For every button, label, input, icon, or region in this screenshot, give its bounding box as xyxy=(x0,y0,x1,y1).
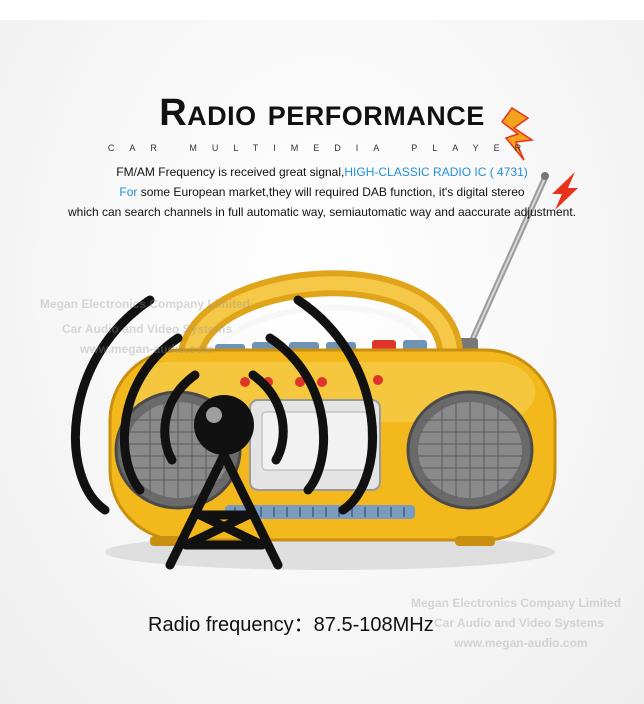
lightning-icon xyxy=(500,106,535,161)
description-line-2: For some European market,they will requi… xyxy=(0,185,644,199)
radio-frequency: Radio frequency：87.5-108MHz xyxy=(148,608,434,637)
frequency-value: 87.5-108MHz xyxy=(313,614,434,636)
watermark-tagline: Car Audio and Video Systems xyxy=(62,322,233,336)
description-line-1-highlight: HIGH-CLASSIC RADIO IC ( 4731) xyxy=(344,165,528,179)
description-line-2-highlight: For xyxy=(119,185,138,199)
watermark-company: Megan Electronics Company Limited xyxy=(40,297,251,311)
description-line-1-text: FM/AM Frequency is received great signal… xyxy=(116,165,345,179)
watermark-website: www.megan-audio.com xyxy=(80,342,214,356)
description-line-2-text: some European market,they will required … xyxy=(137,185,525,199)
description-line-1: FM/AM Frequency is received great signal… xyxy=(0,165,644,179)
watermark-company-2: Megan Electronics Company Limited xyxy=(411,596,622,610)
page-title: Radio performance xyxy=(159,92,485,134)
watermark-tagline-2: Car Audio and Video Systems xyxy=(434,616,605,630)
frequency-label: Radio frequency： xyxy=(148,614,314,636)
watermark-website-2: www.megan-audio.com xyxy=(454,636,588,650)
top-strip xyxy=(0,0,644,20)
page-subtitle: CAR MULTIMEDIA PLAYER xyxy=(107,143,537,153)
description-line-3: which can search channels in full automa… xyxy=(67,205,577,219)
radio-tower-icon xyxy=(70,295,378,515)
